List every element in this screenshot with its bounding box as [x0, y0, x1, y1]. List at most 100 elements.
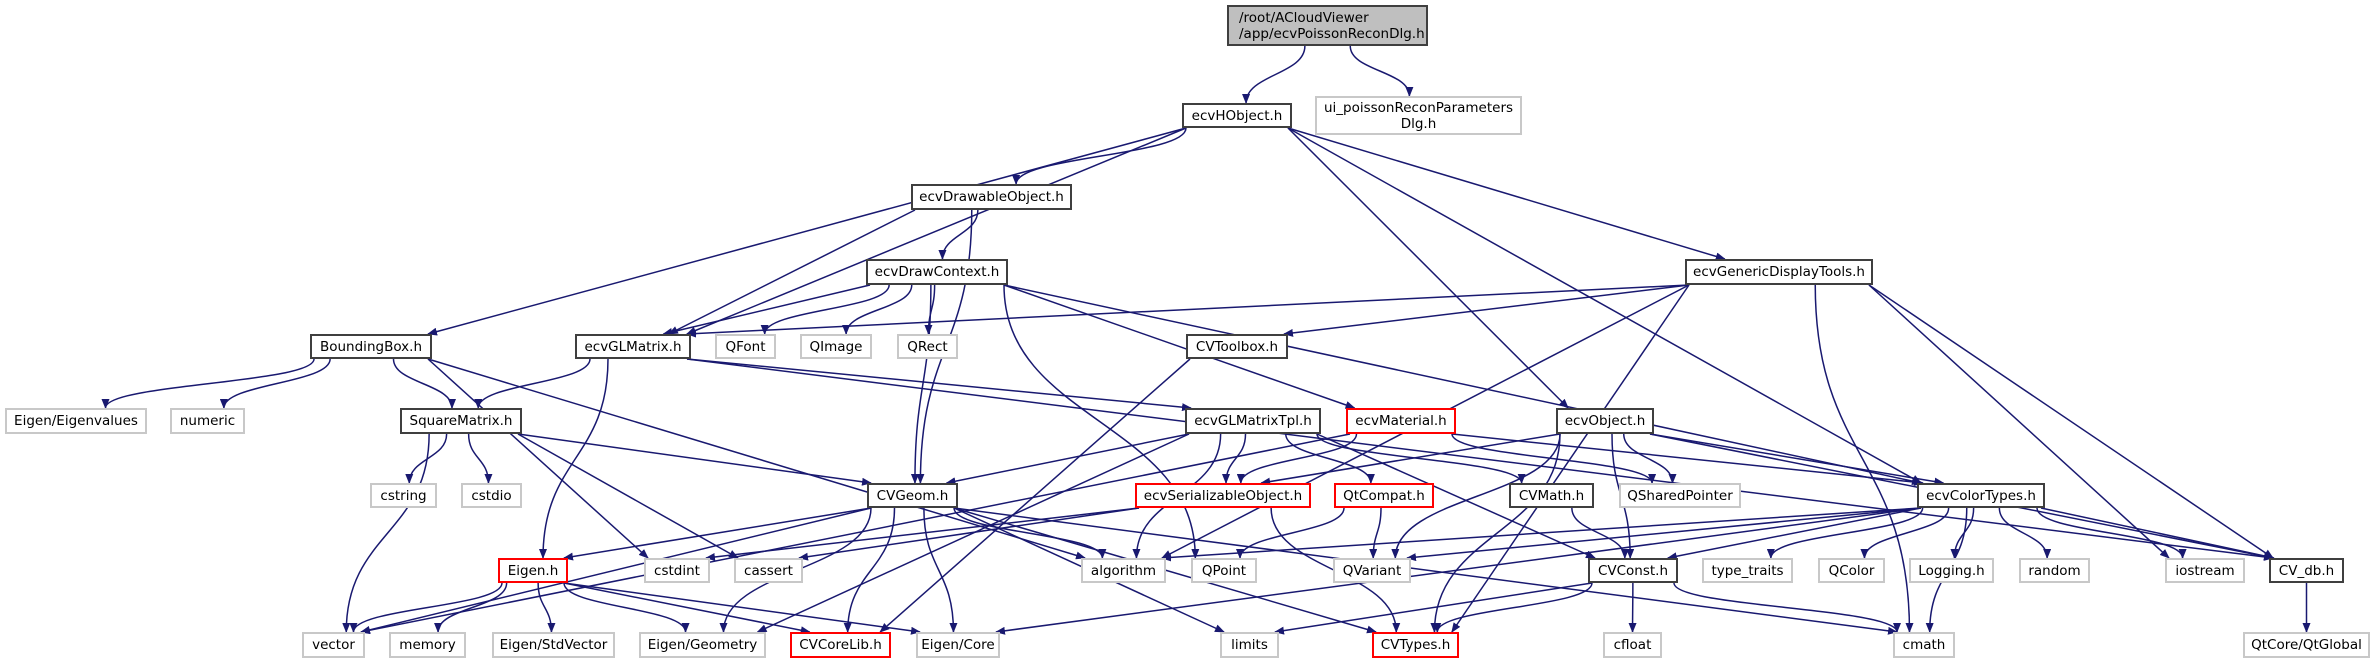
- node-label: QtCore/QtGlobal: [2251, 637, 2362, 653]
- edge-eigenh-to-eigengeometry: [563, 582, 690, 633]
- node-cvtoolbox[interactable]: CVToolbox.h: [1186, 334, 1288, 359]
- edge-ecvcolortypes-to-qcolor: [1860, 507, 1950, 559]
- node-ecvcolortypes[interactable]: ecvColorTypes.h: [1917, 483, 2045, 508]
- node-label: ui_poissonReconParameters Dlg.h: [1323, 99, 1514, 132]
- edge-ecvhobject-to-ecvcolortypes: [1287, 127, 1922, 484]
- node-qimage: QImage: [800, 334, 872, 359]
- edge-squarematrix-to-cstdio: [467, 433, 493, 484]
- node-cvmath[interactable]: CVMath.h: [1509, 483, 1594, 508]
- node-cstring: cstring: [370, 483, 437, 508]
- node-cstdio: cstdio: [461, 483, 522, 508]
- edge-ecvobject-to-qvariant: [1391, 433, 1561, 559]
- edge-ecvdrawcontext-to-qfont: [760, 284, 890, 335]
- node-root[interactable]: /root/ACloudViewer /app/ecvPoissonReconD…: [1227, 5, 1428, 46]
- edge-ecvhobject-to-boundingbox: [427, 127, 1187, 336]
- node-label: ecvColorTypes.h: [1926, 487, 2036, 504]
- node-label: CVCoreLib.h: [799, 637, 882, 653]
- node-label: cstring: [380, 487, 427, 504]
- node-label: QPoint: [1201, 562, 1247, 579]
- node-ecvglmatrixtpl[interactable]: ecvGLMatrixTpl.h: [1185, 408, 1321, 434]
- edge-ecvglmatrixtpl-to-qtcompat: [1285, 433, 1375, 484]
- edge-ecvdrawcontext-to-ecvmaterial: [1003, 284, 1356, 409]
- node-label: cfloat: [1613, 637, 1652, 653]
- node-cvtypes[interactable]: CVTypes.h: [1372, 632, 1459, 658]
- node-label: memory: [399, 637, 456, 653]
- node-cvcorelib[interactable]: CVCoreLib.h: [790, 632, 891, 658]
- edge-ecvmaterial-to-ecvcolortypes: [1451, 433, 1924, 487]
- edge-boundingbox-to-algorithm: [427, 358, 1086, 560]
- node-qtcoreqtglobal: QtCore/QtGlobal: [2243, 632, 2370, 658]
- edge-squarematrix-to-vector: [342, 433, 430, 633]
- node-vector: vector: [302, 632, 365, 658]
- node-qfont: QFont: [715, 334, 776, 359]
- node-squarematrix[interactable]: SquareMatrix.h: [400, 408, 522, 434]
- edge-root-to-ecvhobject: [1242, 45, 1306, 104]
- edge-ecvdrawableobject-to-ecvdrawcontext: [938, 209, 979, 260]
- node-label: CV_db.h: [2278, 562, 2335, 579]
- edge-ecvdrawcontext-to-qimage: [842, 284, 913, 335]
- node-cstdint: cstdint: [644, 558, 710, 583]
- node-label: CVGeom.h: [876, 487, 949, 504]
- node-label: ecvDrawContext.h: [874, 264, 1000, 280]
- edge-boundingbox-to-cstdint: [427, 358, 649, 559]
- edge-ecvgenericdisplaytools-to-cvtypes: [1451, 284, 1690, 633]
- node-boundingbox[interactable]: BoundingBox.h: [310, 334, 432, 359]
- node-random: random: [2019, 558, 2090, 583]
- node-label: QColor: [1828, 562, 1875, 579]
- node-label: QRect: [907, 338, 948, 355]
- node-label: CVToolbox.h: [1195, 338, 1279, 355]
- node-label: Eigen/Geometry: [647, 637, 758, 653]
- node-label: Eigen.h: [507, 562, 559, 579]
- node-label: ecvGLMatrix.h: [584, 338, 682, 355]
- node-label: QVariant: [1342, 562, 1402, 579]
- node-cv_db[interactable]: CV_db.h: [2269, 558, 2344, 583]
- node-ecvdrawableobject[interactable]: ecvDrawableObject.h: [911, 184, 1072, 210]
- node-cvgeom[interactable]: CVGeom.h: [867, 483, 958, 508]
- node-ecvdrawcontext[interactable]: ecvDrawContext.h: [866, 259, 1008, 285]
- node-label: vector: [312, 637, 355, 653]
- node-label: CVTypes.h: [1380, 637, 1451, 653]
- edge-ecvcolortypes-to-type_traits: [1766, 507, 1924, 559]
- edge-ecvhobject-to-ecvglmatrix: [686, 127, 1187, 335]
- edge-ecvglmatrixtpl-to-cvmath: [1316, 433, 1526, 484]
- node-qsharedpointer: QSharedPointer: [1619, 483, 1741, 508]
- edge-ecvdrawcontext-to-cvgeom: [910, 284, 932, 484]
- edge-ecvdrawcontext-to-qpoint: [1003, 284, 1200, 559]
- edge-boundingbox-to-numeric: [219, 358, 331, 409]
- node-ecvhobject[interactable]: ecvHObject.h: [1182, 103, 1292, 128]
- edge-cvconst-to-limits: [1274, 582, 1593, 635]
- node-cassert: cassert: [734, 558, 803, 583]
- node-ecvserializableobject[interactable]: ecvSerializableObject.h: [1135, 483, 1311, 508]
- node-ecvglmatrix[interactable]: ecvGLMatrix.h: [575, 334, 691, 359]
- edge-ecvgenericdisplaytools-to-cmath: [1814, 284, 1914, 633]
- node-ecvgenericdisplaytools[interactable]: ecvGenericDisplayTools.h: [1685, 259, 1873, 285]
- node-eigenh[interactable]: Eigen.h: [498, 558, 568, 583]
- edge-cvgeom-to-cvcorelib: [843, 507, 896, 633]
- edge-ecvdrawableobject-to-ecvglmatrix: [667, 209, 916, 335]
- node-ecvobject[interactable]: ecvObject.h: [1556, 408, 1654, 434]
- node-label: limits: [1231, 637, 1268, 653]
- node-label: random: [2028, 562, 2081, 579]
- edge-ecvcolortypes-to-cv_db: [2040, 507, 2275, 561]
- node-label: CVMath.h: [1518, 487, 1585, 504]
- edge-ecvcolortypes-to-algorithm: [1161, 507, 1922, 562]
- node-label: cassert: [744, 562, 793, 579]
- node-label: Eigen/Eigenvalues: [14, 413, 138, 429]
- node-ecvmaterial[interactable]: ecvMaterial.h: [1346, 408, 1456, 434]
- node-qtcompat[interactable]: QtCompat.h: [1334, 483, 1434, 508]
- edge-eigenh-to-vector: [349, 582, 503, 633]
- edge-ecvhobject-to-ecvgenericdisplaytools: [1287, 127, 1726, 261]
- edge-ecvmaterial-to-qsharedpointer: [1451, 433, 1657, 484]
- edge-eigenh-to-cvcorelib: [563, 582, 811, 635]
- node-qvariant: QVariant: [1333, 558, 1411, 583]
- node-label: numeric: [179, 413, 236, 429]
- edge-eigenh-to-memory: [434, 582, 508, 633]
- node-cvconst[interactable]: CVConst.h: [1588, 558, 1678, 583]
- node-label: ecvHObject.h: [1191, 107, 1283, 124]
- node-logging: Logging.h: [1909, 558, 1994, 583]
- node-eigeneigenvalues: Eigen/Eigenvalues: [5, 408, 147, 434]
- node-type_traits: type_traits: [1702, 558, 1793, 583]
- node-algorithm: algorithm: [1081, 558, 1166, 583]
- node-label: QSharedPointer: [1627, 487, 1733, 504]
- edge-ecvdrawcontext-to-ecvcolortypes: [1003, 284, 1922, 486]
